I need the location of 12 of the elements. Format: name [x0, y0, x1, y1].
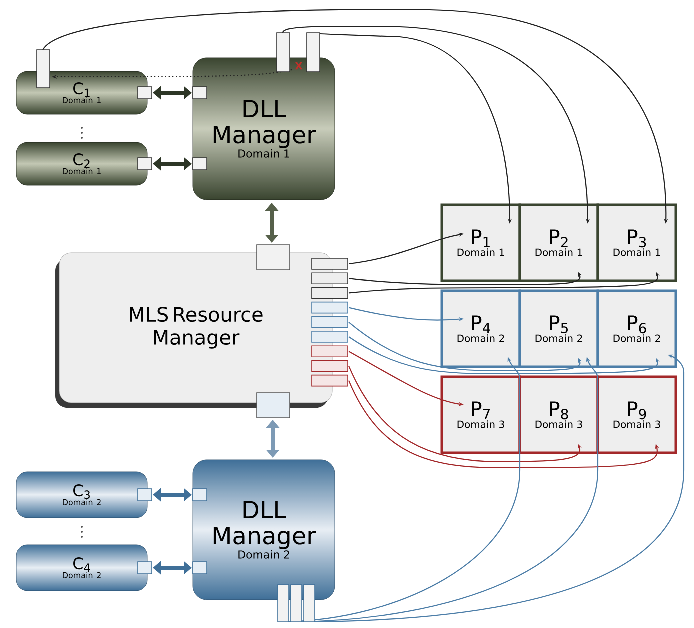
processor-cell: P$_{7}$ Domain 3 — [440, 376, 522, 454]
processor-cell: P$_{5}$ Domain 2 — [518, 290, 600, 368]
cross-mark: X — [295, 62, 303, 70]
processor-cell: P$_{2}$ Domain 1 — [518, 204, 600, 282]
processor-cell: P$_{6}$ Domain 2 — [596, 290, 678, 368]
manager-box: DLL Manager Domain 2 — [192, 460, 336, 600]
resource-manager-box: MLS Resource Manager — [56, 252, 333, 408]
processor-cell: P$_{8}$ Domain 3 — [518, 376, 600, 454]
processor-cell: P$_{9}$ Domain 3 — [596, 376, 678, 454]
processor-cell: P$_{3}$ Domain 1 — [596, 204, 678, 282]
processor-cell: P$_{4}$ Domain 2 — [440, 290, 522, 368]
processor-cell: P$_{1}$ Domain 1 — [440, 204, 522, 282]
